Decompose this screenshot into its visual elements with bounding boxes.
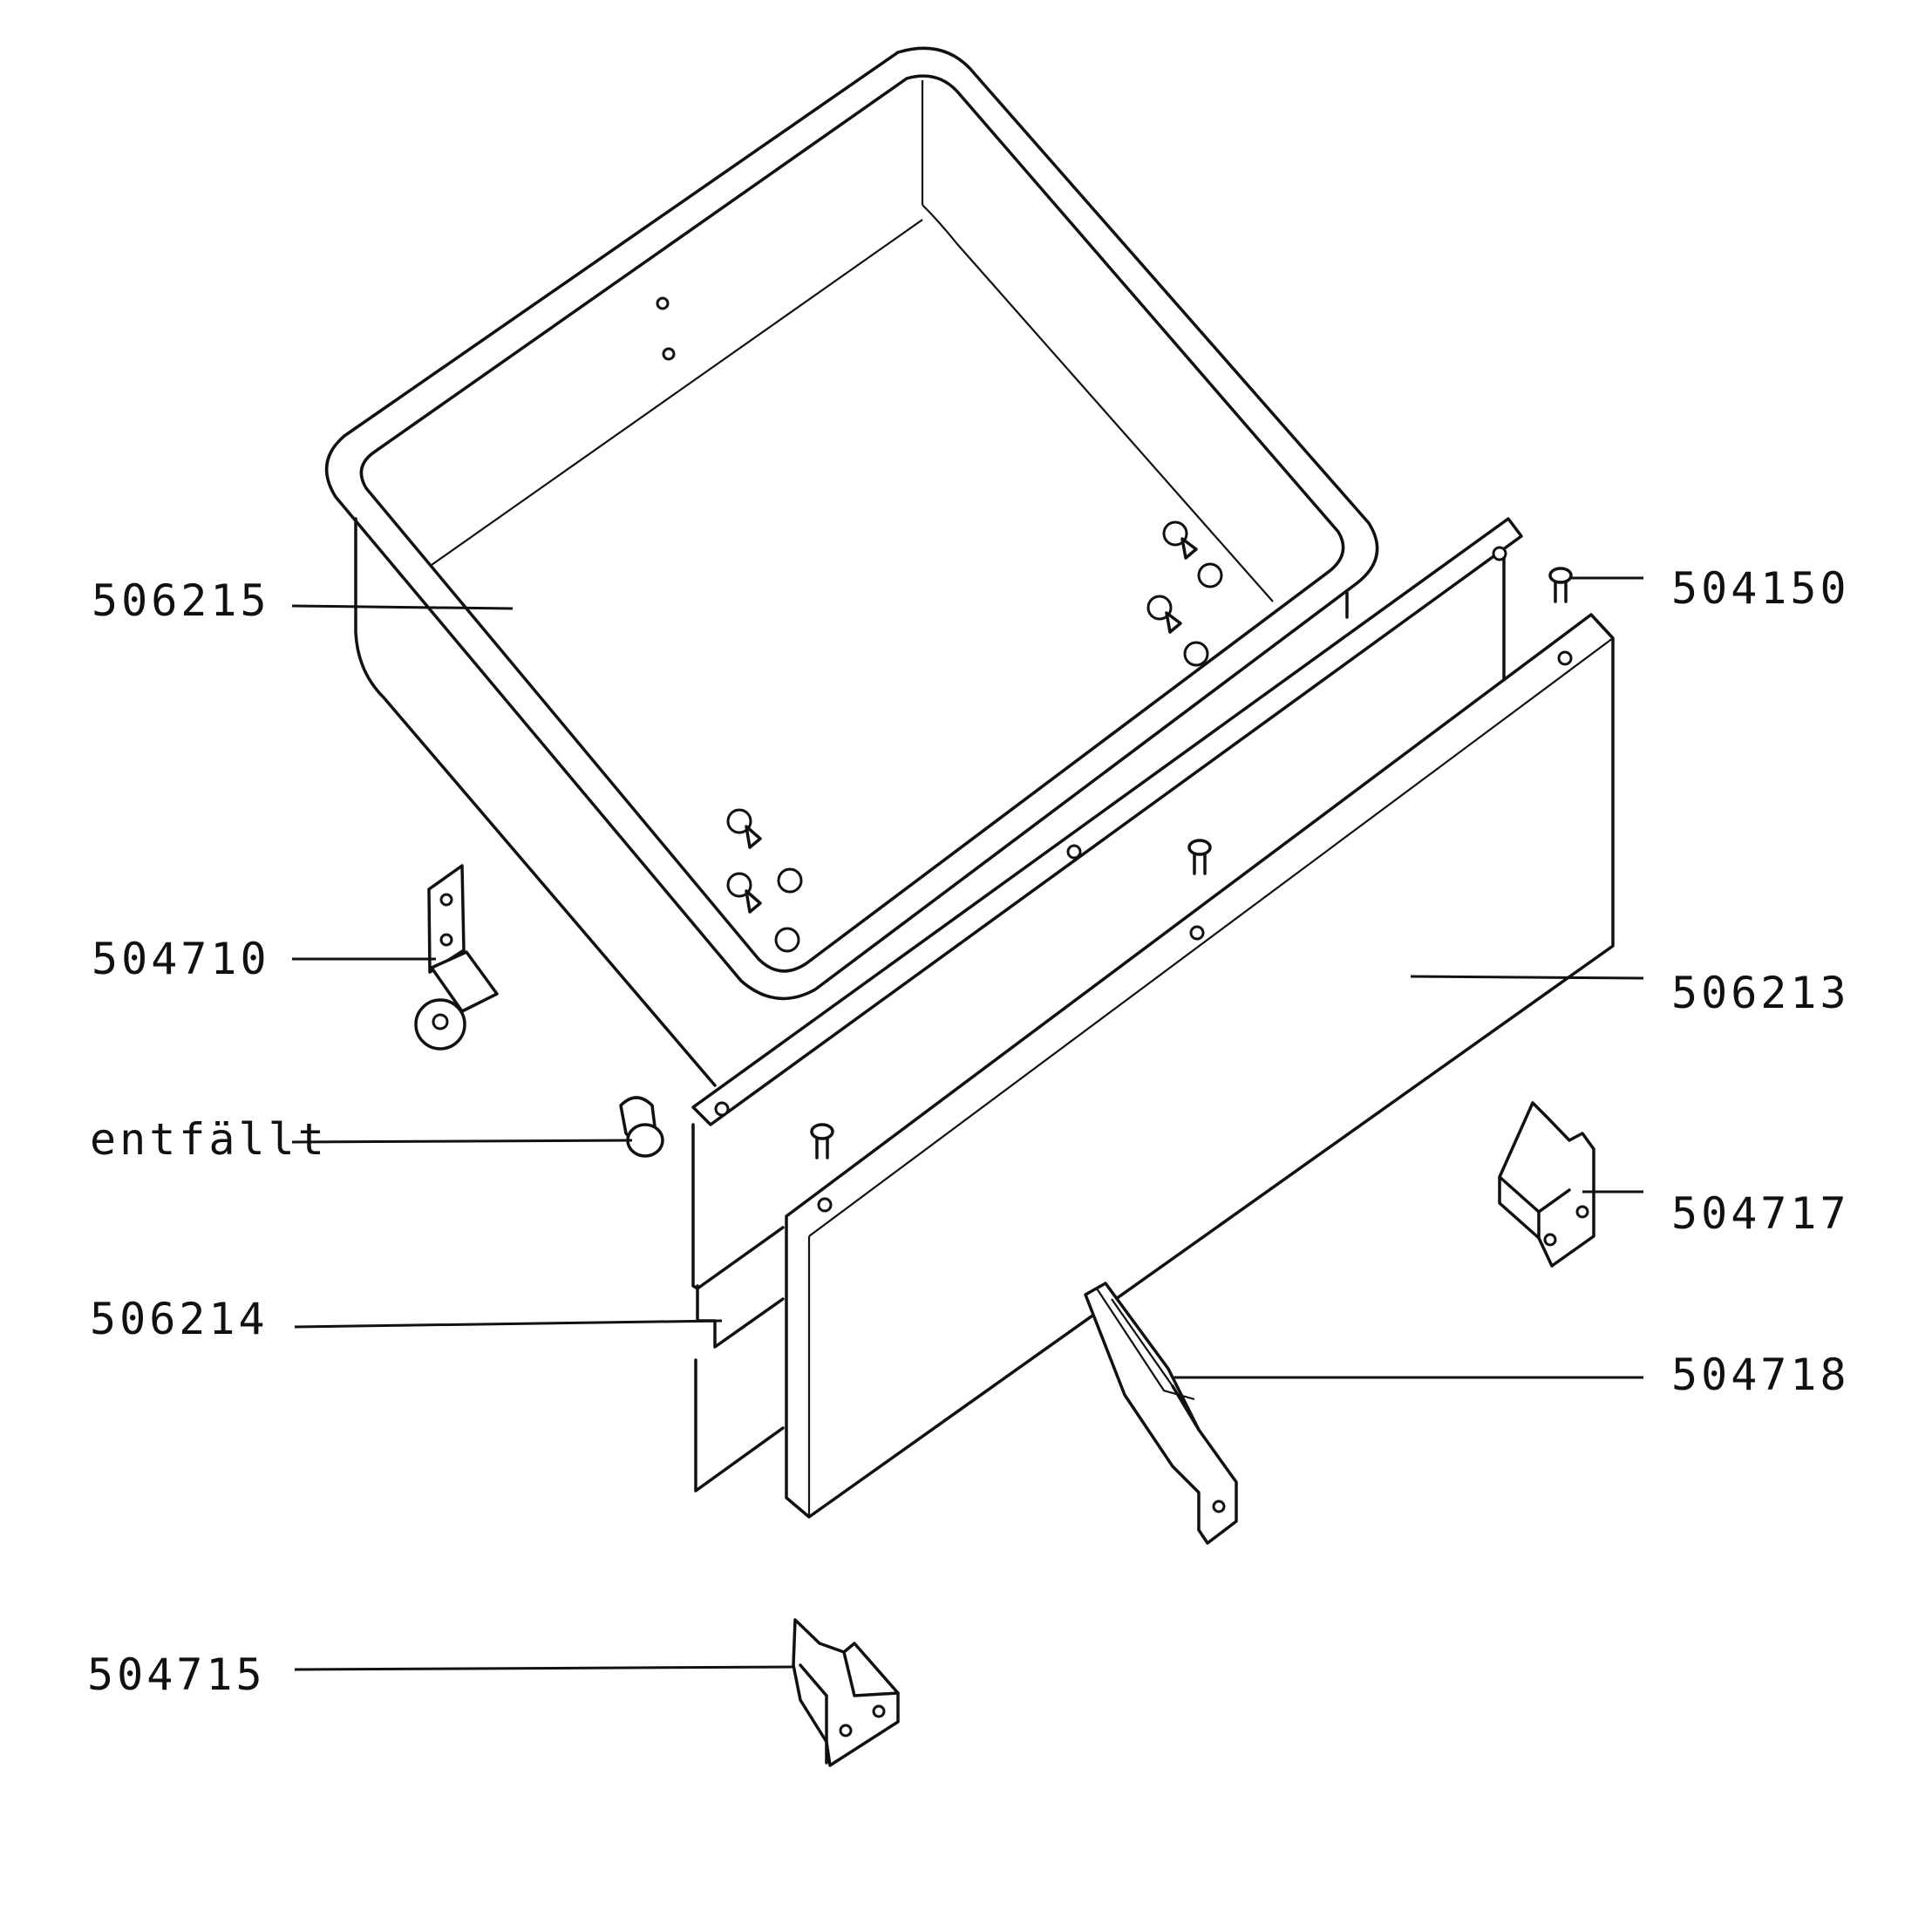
label-506215: 506215 [92, 575, 270, 626]
label-506213: 506213 [1671, 968, 1850, 1018]
label-504718: 504718 [1671, 1350, 1850, 1400]
front-panel-part [785, 613, 1615, 1519]
label-504150: 504150 [1671, 563, 1850, 614]
screw-icon [726, 520, 1198, 914]
rail-support-part [1084, 1282, 1238, 1545]
caster-part [414, 864, 499, 1051]
label-504715: 504715 [87, 1649, 266, 1700]
bracket-right-part [1498, 1101, 1595, 1268]
tub-part [324, 46, 1379, 1087]
leader-lines [291, 576, 1644, 1671]
label-506214: 506214 [90, 1294, 269, 1344]
side-panel-part [691, 517, 1523, 1493]
label-504710: 504710 [92, 934, 270, 984]
label-entfaellt: entfällt [90, 1114, 328, 1165]
bracket-bottom-part [792, 1618, 900, 1767]
knob-part [619, 1096, 664, 1158]
label-504717: 504717 [1671, 1188, 1850, 1239]
clip-icon [810, 567, 1573, 1160]
